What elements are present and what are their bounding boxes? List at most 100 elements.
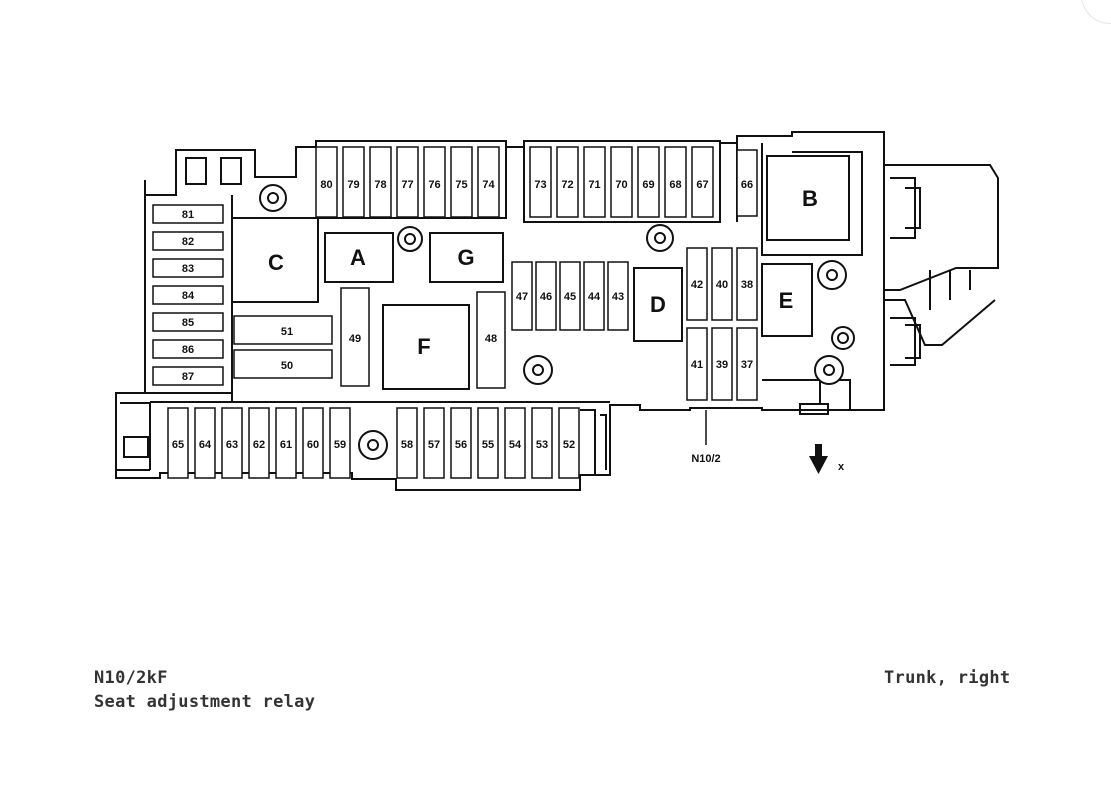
housing-outline	[115, 131, 885, 491]
fuse-80-box	[315, 146, 338, 218]
fuse-67-box	[691, 146, 714, 218]
fuse-41-label: 41	[691, 359, 703, 371]
fuse-44-box	[583, 261, 605, 331]
stud-3	[646, 224, 674, 252]
relay-d-box	[633, 267, 683, 342]
fuse-38-label: 38	[741, 279, 753, 291]
fuse-66-label: 66	[741, 179, 753, 191]
fuse-39-box	[711, 327, 733, 401]
fuse-79-label: 79	[347, 179, 359, 191]
fuse-44-label: 44	[588, 291, 601, 303]
fuse-71-box	[583, 146, 606, 218]
fuse-86-box	[152, 339, 224, 359]
relay-b-box	[766, 155, 850, 241]
fuse-64-label: 64	[199, 439, 212, 451]
fuse-61-label: 61	[280, 439, 292, 451]
fuse-48-label: 48	[485, 333, 497, 345]
fuse-50-label: 50	[281, 360, 293, 372]
fuse-84-label: 84	[182, 290, 195, 302]
fuse-62-label: 62	[253, 439, 265, 451]
fuse-82-label: 82	[182, 236, 194, 248]
stud-8	[814, 355, 844, 385]
fuse-41-box	[686, 327, 708, 401]
fuse-77-box	[396, 146, 419, 218]
fuse-39-label: 39	[716, 359, 728, 371]
fuse-77-label: 77	[401, 179, 413, 191]
stud-6	[817, 260, 847, 290]
fuse-37-box	[736, 327, 758, 401]
fuse-70-label: 70	[615, 179, 627, 191]
fuse-87-box	[152, 366, 224, 386]
fuse-55-label: 55	[482, 439, 494, 451]
fuse-83-label: 83	[182, 263, 194, 275]
fuse-52-box	[558, 407, 580, 479]
fuse-81-label: 81	[182, 209, 194, 221]
fuse-60-label: 60	[307, 439, 319, 451]
fuse-47-box	[511, 261, 533, 331]
direction-label: x	[838, 461, 845, 473]
fuse-58-box	[396, 407, 418, 479]
fuse-83-box	[152, 258, 224, 278]
fuse-75-label: 75	[455, 179, 467, 191]
fuse-75-box	[450, 146, 473, 218]
fuse-71-label: 71	[588, 179, 600, 191]
fuse-72-box	[556, 146, 579, 218]
relay-c-label: C	[268, 250, 284, 275]
fuse-37-label: 37	[741, 359, 753, 371]
relay-f-label: F	[417, 334, 430, 359]
fuse-59-box	[329, 407, 351, 479]
fuse-68-box	[664, 146, 687, 218]
fuse-79-box	[342, 146, 365, 218]
fuse-57-label: 57	[428, 439, 440, 451]
fuse-87-label: 87	[182, 371, 194, 383]
fuse-46-box	[535, 261, 557, 331]
caption-description: Seat adjustment relay	[94, 692, 316, 712]
relay-g-label: G	[457, 245, 474, 270]
caption-code: N10/2kF	[94, 668, 168, 688]
fuse-38-box	[736, 247, 758, 321]
fuse-49-box	[340, 287, 370, 387]
fuse-61-box	[275, 407, 297, 479]
fuse-47-label: 47	[516, 291, 528, 303]
fuse-48-box	[476, 291, 506, 389]
relay-g-box	[429, 232, 504, 283]
direction-arrow-icon	[809, 444, 828, 474]
fuse-76-label: 76	[428, 179, 440, 191]
relay-a-label: A	[350, 245, 366, 270]
fuse-50-box	[233, 349, 333, 379]
fuse-69-box	[637, 146, 660, 218]
fuse-82-box	[152, 231, 224, 251]
fuse-67-label: 67	[696, 179, 708, 191]
fuse-54-label: 54	[509, 439, 522, 451]
fuse-40-label: 40	[716, 279, 728, 291]
fuse-43-box	[607, 261, 629, 331]
fuse-85-label: 85	[182, 317, 194, 329]
fuse-68-label: 68	[669, 179, 681, 191]
fuse-53-box	[531, 407, 553, 479]
fuse-74-label: 74	[482, 179, 495, 191]
fuse-55-box	[477, 407, 499, 479]
fuse-42-label: 42	[691, 279, 703, 291]
fuse-49-label: 49	[349, 333, 361, 345]
fuse-59-label: 59	[334, 439, 346, 451]
fuse-78-label: 78	[374, 179, 386, 191]
fuse-43-label: 43	[612, 291, 624, 303]
fuse-53-label: 53	[536, 439, 548, 451]
relay-d-label: D	[650, 292, 666, 317]
fuse-78-box	[369, 146, 392, 218]
relay-a-box	[324, 232, 394, 283]
fuse-65-label: 65	[172, 439, 184, 451]
fuse-45-label: 45	[564, 291, 576, 303]
fuse-80-label: 80	[320, 179, 332, 191]
stud-4	[523, 355, 553, 385]
fuse-56-label: 56	[455, 439, 467, 451]
fuse-45-box	[559, 261, 581, 331]
top-socket-2	[220, 157, 242, 185]
module-label: N10/2	[691, 453, 720, 465]
fuse-52-label: 52	[563, 439, 575, 451]
fuse-60-box	[302, 407, 324, 479]
fuse-40-box	[711, 247, 733, 321]
fuse-72-label: 72	[561, 179, 573, 191]
fuse-57-box	[423, 407, 445, 479]
